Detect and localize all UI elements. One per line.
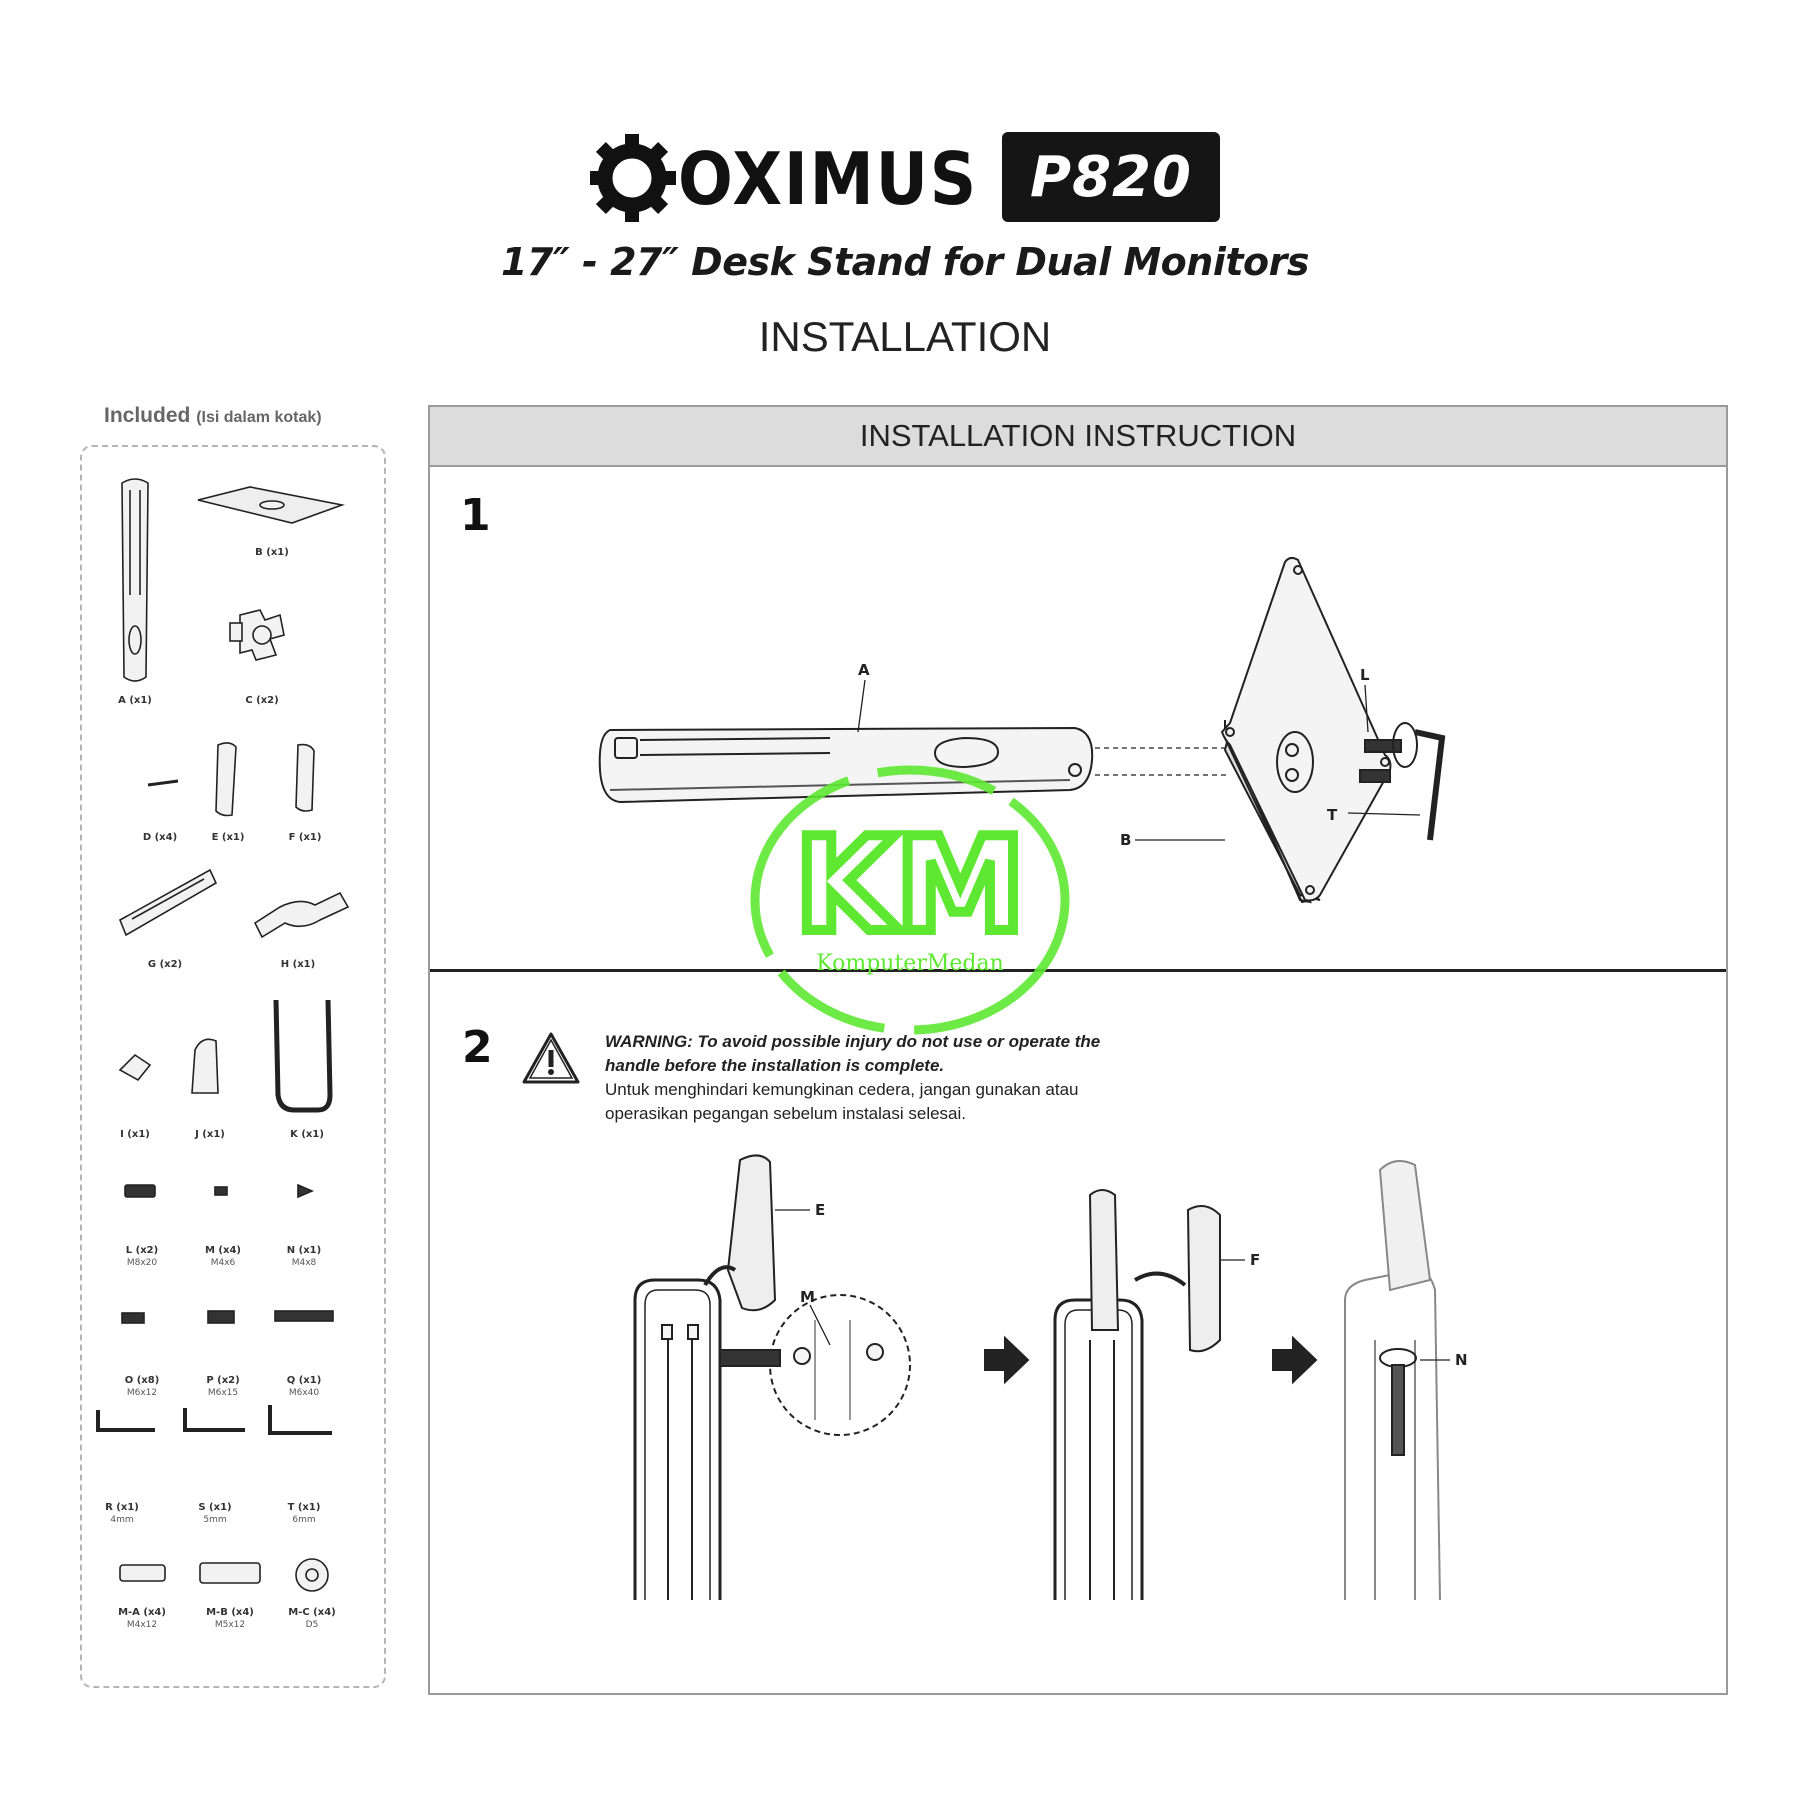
warning-indonesian: Untuk menghindari kemungkinan cedera, ja… xyxy=(605,1080,1079,1123)
callout-m: M xyxy=(800,1288,815,1306)
column-assembled-icon xyxy=(1344,1160,1441,1601)
part-size: M6x15 xyxy=(208,1388,238,1398)
cover-e-icon xyxy=(726,1154,777,1312)
product-subtitle: 17″ - 27″ Desk Stand for Dual Monitors xyxy=(500,240,1310,284)
part-label: B (x1) xyxy=(255,547,289,558)
part-size: 4mm xyxy=(110,1515,133,1525)
base-b-icon xyxy=(1220,556,1392,904)
part-label: L (x2) xyxy=(126,1245,158,1256)
part-label: K (x1) xyxy=(290,1129,324,1140)
part-size: M8x20 xyxy=(127,1258,158,1268)
part-label: A (x1) xyxy=(118,695,152,706)
warning-icon xyxy=(522,1032,580,1084)
next-arrow-icon xyxy=(1272,1335,1318,1385)
callout-e: E xyxy=(815,1201,825,1219)
page-title: INSTALLATION xyxy=(758,313,1052,360)
included-subtitle: (Isi dalam kotak) xyxy=(196,409,322,426)
warning-english: WARNING: To avoid possible injury do not… xyxy=(605,1032,1101,1075)
part-label: E (x1) xyxy=(212,832,245,843)
part-i-clip-icon xyxy=(118,1053,152,1082)
watermark-text: KomputerMedan xyxy=(816,951,1004,976)
part-size: M6x12 xyxy=(127,1388,157,1398)
detail-zoom-icon xyxy=(769,1294,911,1436)
callout-f: F xyxy=(1250,1251,1260,1269)
km-watermark-logo: KM KomputerMedan xyxy=(750,765,1070,1035)
included-heading: Included (Isi dalam kotak) xyxy=(104,404,322,428)
step-1-illustration: A B L T xyxy=(598,556,1446,904)
part-p-screw-icon xyxy=(207,1310,235,1324)
part-a-column-icon xyxy=(121,478,149,682)
part-n-screw-icon xyxy=(297,1183,315,1199)
part-label: C (x2) xyxy=(245,695,278,706)
part-label: T (x1) xyxy=(288,1502,321,1513)
part-label: J (x1) xyxy=(194,1129,225,1140)
part-j-bracket-icon xyxy=(191,1038,219,1094)
part-label: H (x1) xyxy=(281,959,315,970)
part-c-vesa-plate-icon xyxy=(229,609,285,661)
part-m-screw-icon xyxy=(214,1186,228,1196)
part-label: M (x4) xyxy=(205,1245,241,1256)
brand-name: OXIMUS xyxy=(678,137,978,221)
instruction-panel xyxy=(428,405,1728,1695)
part-label: M-C (x4) xyxy=(288,1607,335,1618)
cover-f-icon xyxy=(1186,1205,1221,1353)
bolt-l-icon xyxy=(1364,739,1402,753)
part-label: M-B (x4) xyxy=(206,1607,254,1618)
included-title: Included xyxy=(104,404,191,427)
callout-a: A xyxy=(858,661,870,679)
part-size: D5 xyxy=(306,1620,319,1630)
brand-logo: OXIMUS xyxy=(590,134,978,222)
next-arrow-icon xyxy=(984,1335,1030,1385)
part-f-cover-icon xyxy=(295,743,315,812)
part-ma-screw-icon xyxy=(119,1564,166,1582)
part-label: O (x8) xyxy=(125,1375,160,1386)
part-label: G (x2) xyxy=(148,959,182,970)
part-label: R (x1) xyxy=(105,1502,139,1513)
part-size: 5mm xyxy=(203,1515,226,1525)
warning-message: WARNING: To avoid possible injury do not… xyxy=(605,1030,1125,1126)
callout-n: N xyxy=(1455,1351,1468,1369)
part-l-bolt-icon xyxy=(124,1184,156,1198)
part-label: I (x1) xyxy=(120,1129,150,1140)
step-2-illustration: E M F N xyxy=(633,1154,1468,1601)
part-k-handle-icon xyxy=(273,999,333,1113)
part-label: Q (x1) xyxy=(287,1375,322,1386)
callout-b: B xyxy=(1120,831,1131,849)
part-size: M5x12 xyxy=(215,1620,245,1630)
column-top-icon xyxy=(633,1278,722,1600)
part-size: M4x6 xyxy=(211,1258,236,1268)
callout-l: L xyxy=(1360,666,1370,684)
part-size: M6x40 xyxy=(289,1388,320,1398)
part-mc-washer-icon xyxy=(295,1558,329,1592)
parts-list: A (x1) B (x1) C (x2) D (x4) E (x1) F (x1… xyxy=(96,478,350,1630)
instruction-header: INSTALLATION INSTRUCTION xyxy=(430,407,1726,467)
part-h-arm-icon xyxy=(253,891,350,939)
part-t-allen-key-icon xyxy=(268,1405,332,1435)
part-s-allen-key-icon xyxy=(183,1408,245,1432)
part-o-screw-icon xyxy=(121,1312,145,1324)
column-with-cover-icon xyxy=(1053,1189,1144,1600)
part-size: 6mm xyxy=(292,1515,315,1525)
included-parts-panel xyxy=(80,445,386,1688)
part-size: M4x12 xyxy=(127,1620,157,1630)
part-mb-screw-icon xyxy=(199,1562,261,1584)
step-2-number: 2 xyxy=(462,1022,493,1073)
part-label: F (x1) xyxy=(289,832,322,843)
callout-t: T xyxy=(1327,806,1338,824)
part-label: N (x1) xyxy=(287,1245,321,1256)
part-label: D (x4) xyxy=(143,832,177,843)
part-d-pin-icon xyxy=(147,779,179,787)
model-badge: P820 xyxy=(1002,132,1220,222)
watermark-letters: KM xyxy=(795,809,1025,961)
part-label: M-A (x4) xyxy=(118,1607,166,1618)
part-q-bolt-icon xyxy=(274,1310,334,1322)
part-label: S (x1) xyxy=(198,1502,231,1513)
part-size: M4x8 xyxy=(292,1258,317,1268)
part-r-allen-key-icon xyxy=(96,1410,155,1432)
part-e-cover-icon xyxy=(215,742,237,817)
step-1-number: 1 xyxy=(460,490,491,541)
step-divider xyxy=(430,969,1726,972)
part-label: P (x2) xyxy=(206,1375,239,1386)
allen-key-t-icon xyxy=(1414,729,1446,841)
